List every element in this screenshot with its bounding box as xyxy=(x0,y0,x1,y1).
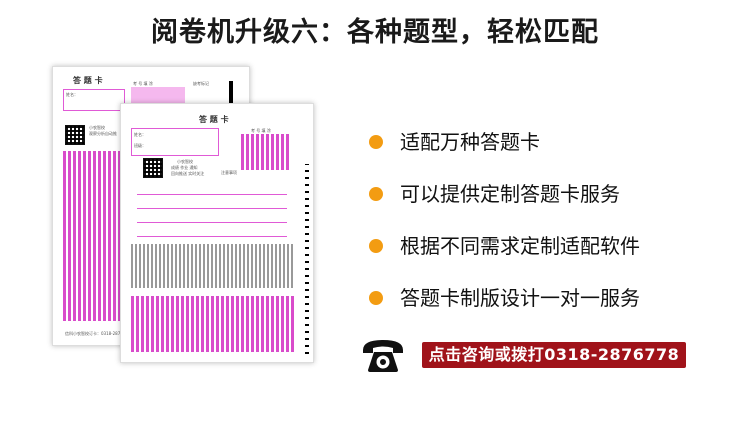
name-box: 姓名： xyxy=(63,89,125,111)
name-label: 姓名： xyxy=(134,132,146,137)
answer-line xyxy=(137,208,287,209)
choice-bubbles-gray xyxy=(131,244,295,288)
notice-label: 注意事项 xyxy=(221,170,237,175)
feature-text: 可以提供定制答题卡服务 xyxy=(400,182,620,206)
answer-line xyxy=(137,222,287,223)
id-bubbles xyxy=(241,134,289,170)
brand-line-1: 成绩 作业 通知 xyxy=(171,165,198,170)
qr-code-icon xyxy=(65,125,85,145)
timing-mark xyxy=(229,81,233,105)
bullet-icon xyxy=(369,135,383,149)
page-title: 阅卷机升级六：各种题型，轻松匹配 xyxy=(151,17,599,48)
feature-text: 根据不同需求定制适配软件 xyxy=(400,234,640,258)
info-box: 姓名： 班级： xyxy=(131,128,219,156)
sheet-title: 答 题 卡 xyxy=(199,115,229,124)
class-label: 班级： xyxy=(134,143,146,148)
telephone-icon xyxy=(360,336,406,378)
feature-text: 适配万种答题卡 xyxy=(400,130,540,154)
answer-line xyxy=(137,194,287,195)
qr-code-icon xyxy=(143,158,163,178)
sheet-title: 答 题 卡 xyxy=(73,76,103,85)
brand-text: 小农智校 xyxy=(177,159,193,164)
choice-bubbles xyxy=(131,296,295,352)
brand-subtext: 观察分析自动推 xyxy=(89,131,117,136)
brand-line-2: 回向推送 实时关注 xyxy=(171,171,205,176)
bullet-icon xyxy=(369,187,383,201)
name-label: 姓名： xyxy=(66,92,78,97)
contact-button[interactable]: 点击咨询或拨打0318-2876778 xyxy=(422,342,686,368)
feature-text: 答题卡制版设计一对一服务 xyxy=(400,286,640,310)
id-header: 考 号 填 涂 xyxy=(251,128,271,133)
answer-line xyxy=(137,236,287,237)
bullet-icon xyxy=(369,291,383,305)
sheet-footer: 信科小农智校订卡：0318-2876778 xyxy=(65,331,131,336)
id-header: 考 号 填 涂 xyxy=(133,81,153,86)
answer-grid-left xyxy=(63,151,125,321)
answer-sheet-front: 答 题 卡 姓名： 班级： 小农智校 成绩 作业 通知 回向推送 实时关注 考 … xyxy=(120,103,314,363)
bullet-icon xyxy=(369,239,383,253)
timing-marks xyxy=(305,164,309,354)
absent-label: 缺考标记 xyxy=(193,81,209,86)
brand-text: 小农智校 xyxy=(89,125,105,130)
